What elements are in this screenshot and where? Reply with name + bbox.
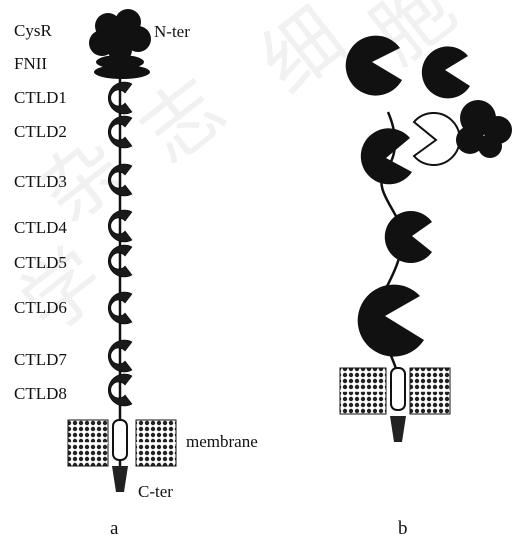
label-ctld2: CTLD2: [14, 122, 67, 142]
label-ctld8: CTLD8: [14, 384, 67, 404]
label-ctld4: CTLD4: [14, 218, 67, 238]
label-fnii: FNII: [14, 54, 47, 74]
label-ctld1: CTLD1: [14, 88, 67, 108]
panel-a-diagram: [68, 9, 176, 492]
panel-b-domain-5: [358, 285, 424, 357]
cysr-domain: [89, 9, 151, 62]
label-ctld7: CTLD7: [14, 350, 67, 370]
panel-b-domain-2: [422, 46, 470, 98]
caption-panel-b: b: [398, 518, 408, 540]
panel-a-transmembrane-helix: [113, 420, 127, 460]
panel-b-dark-cluster: [456, 100, 512, 158]
label-ctld6: CTLD6: [14, 298, 67, 318]
label-membrane: membrane: [186, 432, 258, 452]
label-n-terminus: N-ter: [154, 22, 190, 42]
label-cysr: CysR: [14, 21, 52, 41]
panel-b-transmembrane-helix: [391, 368, 405, 410]
panel-b-diagram: [340, 36, 512, 442]
label-c-terminus: C-ter: [138, 482, 173, 502]
label-ctld3: CTLD3: [14, 172, 67, 192]
caption-panel-a: a: [110, 518, 118, 540]
panel-b-domain-1: [346, 36, 402, 96]
panel-a-cytoplasmic-tail: [112, 466, 128, 492]
panel-b-white-domain: [414, 113, 460, 165]
panel-b-cytoplasmic-tail: [390, 416, 406, 442]
fnii-domain: [94, 55, 150, 79]
panel-b-domain-3: [361, 128, 412, 184]
label-ctld5: CTLD5: [14, 253, 67, 273]
panel-b-domain-4: [385, 211, 432, 263]
